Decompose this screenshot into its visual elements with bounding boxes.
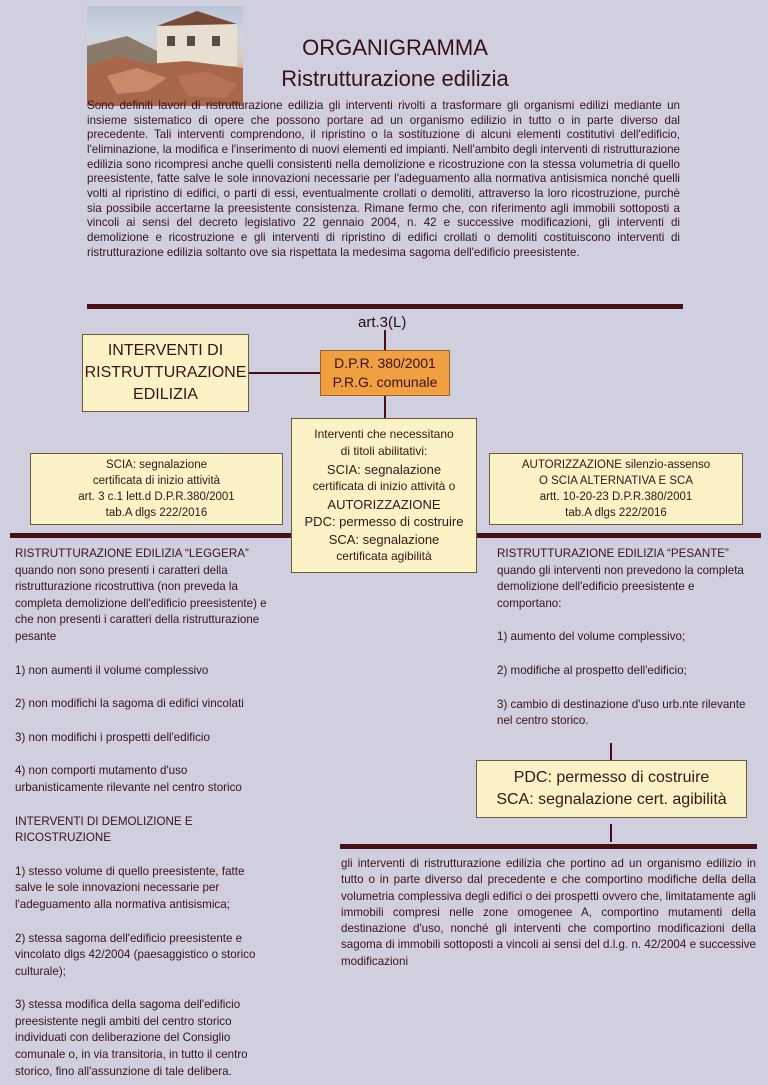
pdc-line: SCA: segnalazione cert. agibilità [496, 791, 727, 808]
heavy-heading: RISTRUTTURAZIONE EDILIZIA “PESANTE” [497, 547, 729, 560]
pdc-sca-box: PDC: permesso di costruire SCA: segnalaz… [476, 760, 747, 818]
auth-line: O SCIA ALTERNATIVA E SCA [538, 475, 694, 487]
titles-required-box: Interventi che necessitano di titoli abi… [291, 418, 477, 573]
light-renovation-column: RISTRUTTURAZIONE EDILIZIA “LEGGERA” quan… [15, 546, 270, 1080]
center-line: SCIA: segnalazione [326, 461, 442, 477]
auth-line: tab.A dlgs 222/2016 [565, 507, 667, 519]
intro-paragraph: Sono definiti lavori di ristrutturazione… [87, 99, 680, 259]
light-heading: RISTRUTTURAZIONE EDILIZIA “LEGGERA” [15, 547, 249, 560]
connector-pdc-bottom [610, 824, 612, 842]
page-title: ORGANIGRAMMA [302, 35, 488, 60]
heavy-intro: quando gli interventi non prevedono la c… [497, 563, 744, 610]
page-header: ORGANIGRAMMA Ristrutturazione edilizia [250, 32, 540, 94]
center-line: certificata di inizio attività o [312, 479, 456, 493]
divider-top [87, 304, 683, 309]
heavy-renovation-column: RISTRUTTURAZIONE EDILIZIA “PESANTE” quan… [497, 546, 747, 730]
center-line: SCA: segnalazione [328, 531, 440, 547]
demolition-photo [87, 6, 243, 106]
connector-heavy-pdc [610, 743, 612, 760]
authorization-box: AUTORIZZAZIONE silenzio-assenso O SCIA A… [489, 453, 743, 525]
connector-dpr-center [384, 396, 386, 418]
demolition-item: 1) stesso volume di quello preesistente,… [15, 864, 245, 911]
scia-line: certificata di inizio attività [92, 475, 221, 487]
scia-box: SCIA: segnalazione certificata di inizio… [30, 453, 283, 525]
scia-line: tab.A dlgs 222/2016 [105, 507, 208, 519]
heavy-item: 3) cambio di destinazione d'uso urb.nte … [497, 697, 746, 728]
heavy-item: 2) modifiche al prospetto dell'edificio; [497, 663, 687, 677]
auth-line: artt. 10-20-23 D.P.R.380/2001 [539, 491, 693, 503]
divider-right [477, 533, 761, 538]
scia-line: art. 3 c.1 lett.d D.P.R.380/2001 [78, 491, 235, 503]
center-line: Interventi che necessitano [314, 426, 454, 441]
light-item: 3) non modifichi i prospetti dell'edific… [15, 730, 210, 744]
light-item: 2) non modifichi la sagoma di edifici vi… [15, 697, 244, 711]
divider-left [10, 533, 291, 538]
demolition-item: 3) stessa modifica della sagoma dell'edi… [15, 998, 248, 1078]
dpr-line: P.R.G. comunale [332, 374, 438, 390]
heavy-definition-text: gli interventi di ristrutturazione edili… [341, 857, 756, 968]
center-line: certificata agibilità [336, 549, 432, 563]
main-box-line: EDILIZIA [133, 386, 198, 403]
scia-line: SCIA: segnalazione [105, 459, 207, 471]
light-item: 4) non comporti mutamento d'uso urbanist… [15, 764, 242, 794]
main-intervention-box: INTERVENTI DI RISTRUTTURAZIONE EDILIZIA [82, 334, 249, 412]
connector-art [384, 330, 386, 350]
light-item: 1) non aumenti il volume complessivo [15, 663, 209, 677]
pdc-line: PDC: permesso di costruire [513, 769, 710, 786]
auth-line: AUTORIZZAZIONE silenzio-assenso [521, 459, 711, 471]
divider-bottom [340, 844, 757, 849]
main-box-line: RISTRUTTURAZIONE [84, 364, 247, 381]
center-line: di titoli abilitativi: [340, 444, 428, 458]
demolition-item: 2) stessa sagoma dell'edificio preesiste… [15, 931, 256, 978]
center-line: PDC: permesso di costruire [304, 514, 464, 529]
dpr-box: D.P.R. 380/2001 P.R.G. comunale [320, 350, 450, 396]
dpr-line: D.P.R. 380/2001 [334, 355, 436, 371]
article-label: art.3(L) [358, 314, 407, 331]
heavy-item: 1) aumento del volume complessivo; [497, 630, 686, 644]
connector-main-dpr [249, 372, 320, 374]
page-subtitle: Ristrutturazione edilizia [281, 66, 509, 91]
center-line: AUTORIZZAZIONE [327, 496, 441, 512]
light-intro: quando non sono presenti i caratteri del… [15, 563, 267, 643]
main-box-line: INTERVENTI DI [107, 342, 224, 359]
demolition-heading: INTERVENTI DI DEMOLIZIONE E RICOSTRUZION… [15, 814, 193, 845]
